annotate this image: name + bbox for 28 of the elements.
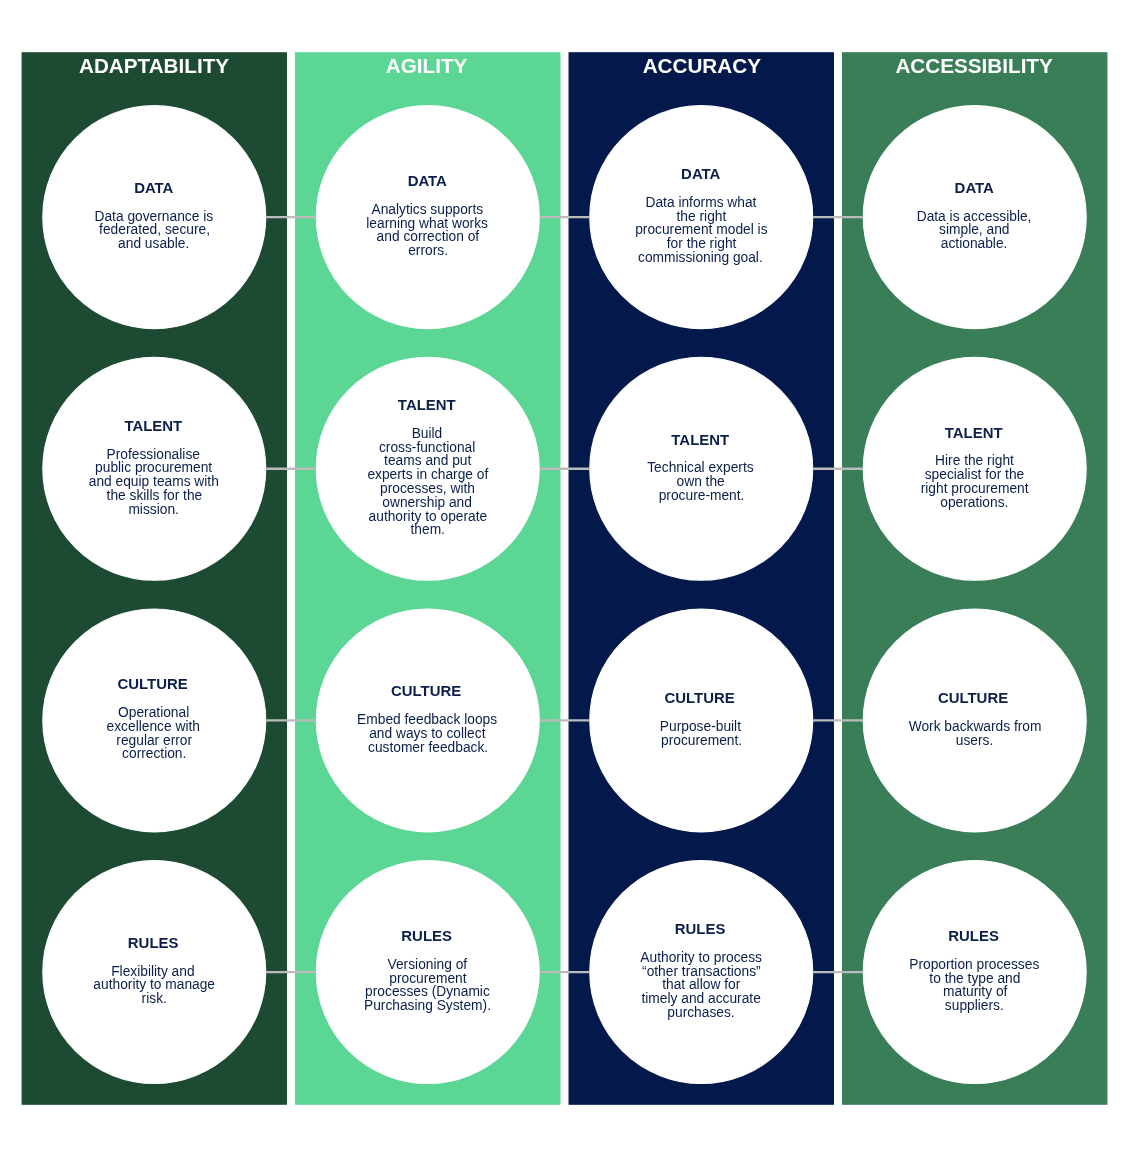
connector xyxy=(266,970,317,973)
node-circle: DATA Analytics supports learning what works and correction of errors. xyxy=(315,104,540,329)
node-circle: DATA Data is accessible, simple, and actionable. xyxy=(862,104,1087,329)
node-circle: CULTURE Embed feedback loops and ways to collect customer feedback. xyxy=(315,607,540,832)
node-circle: TALENT Professionalise public procurement and equip teams with the skills for the mission. xyxy=(42,356,267,581)
node-circle: CULTURE Purpose-built procurement. xyxy=(589,607,814,832)
connector xyxy=(539,718,590,722)
connector xyxy=(813,215,864,218)
connector xyxy=(539,467,590,470)
node-circle: RULES Authority to process “other transactions” that allow for timely and accurate purchases. xyxy=(589,859,814,1084)
connector xyxy=(539,970,590,973)
node-circle: RULES Versioning of procurement processes (Dynamic Purchasing System). xyxy=(315,859,540,1084)
node-circle: DATA Data governance is federated, secure, and usable. xyxy=(42,104,267,329)
connector xyxy=(539,215,590,218)
node-circle: RULES Flexibility and authority to manage risk. xyxy=(42,859,267,1084)
node-circle: TALENT Build cross-functional teams and put experts in charge of processes, with ownership and authority to operate them. xyxy=(315,356,540,581)
connector xyxy=(813,467,864,470)
node-circle: RULES Proportion processes to the type and maturity of suppliers. xyxy=(862,859,1087,1084)
node-circle: CULTURE Operational excellence with regular error correction. xyxy=(42,607,267,832)
connector xyxy=(266,215,317,218)
connector xyxy=(813,970,864,973)
node-circle: TALENT Hire the right specialist for the right procurement operations. xyxy=(862,356,1087,581)
node-circle: DATA Data informs what the right procurement model is for the right commissioning goal. xyxy=(589,104,814,329)
connector xyxy=(266,467,317,470)
connector xyxy=(813,718,864,722)
node-circle: TALENT Technical experts own the procure-ment. xyxy=(589,356,814,581)
node-circle: CULTURE Work backwards from users. xyxy=(862,607,1087,832)
connector xyxy=(266,718,317,722)
